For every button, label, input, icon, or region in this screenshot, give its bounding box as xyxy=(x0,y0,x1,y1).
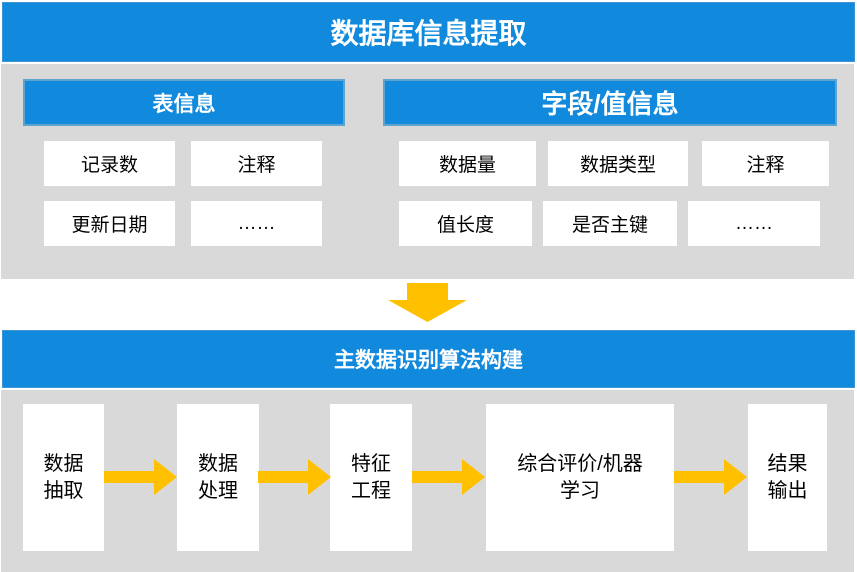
field-info-item-ellipsis: …… xyxy=(688,201,820,246)
main-title: 数据库信息提取 xyxy=(330,18,527,49)
algorithm-title: 主数据识别算法构建 xyxy=(334,349,523,372)
step-feature-engineering: 特征 工程 xyxy=(330,404,412,551)
step-result-output: 结果 输出 xyxy=(748,404,827,551)
step-data-extraction: 数据 抽取 xyxy=(23,404,104,551)
field-info-item-primary-key: 是否主键 xyxy=(543,201,677,246)
table-info-header: 表信息 xyxy=(23,79,345,126)
field-value-info-header: 字段/值信息 xyxy=(383,79,837,126)
field-info-item-comment: 注释 xyxy=(702,141,829,186)
field-value-info-header-label: 字段/值信息 xyxy=(541,89,679,119)
table-info-item-record-count: 记录数 xyxy=(44,141,175,186)
main-title-banner: 数据库信息提取 xyxy=(2,2,855,62)
field-info-item-value-length: 值长度 xyxy=(399,201,532,246)
right-arrow-icon xyxy=(258,459,331,495)
right-arrow-icon xyxy=(412,459,485,495)
table-info-item-update-date: 更新日期 xyxy=(44,201,175,246)
down-arrow-icon xyxy=(388,283,467,322)
algorithm-title-banner: 主数据识别算法构建 xyxy=(2,330,855,388)
field-info-item-data-volume: 数据量 xyxy=(399,141,536,186)
field-info-item-data-type: 数据类型 xyxy=(548,141,688,186)
table-info-item-comment: 注释 xyxy=(191,141,322,186)
step-data-processing: 数据 处理 xyxy=(177,404,259,551)
step-evaluation-machine-learning: 综合评价/机器 学习 xyxy=(486,404,674,551)
table-info-header-label: 表信息 xyxy=(152,92,216,116)
table-info-item-ellipsis: …… xyxy=(191,201,322,246)
right-arrow-icon xyxy=(104,459,177,495)
right-arrow-icon xyxy=(674,459,747,495)
